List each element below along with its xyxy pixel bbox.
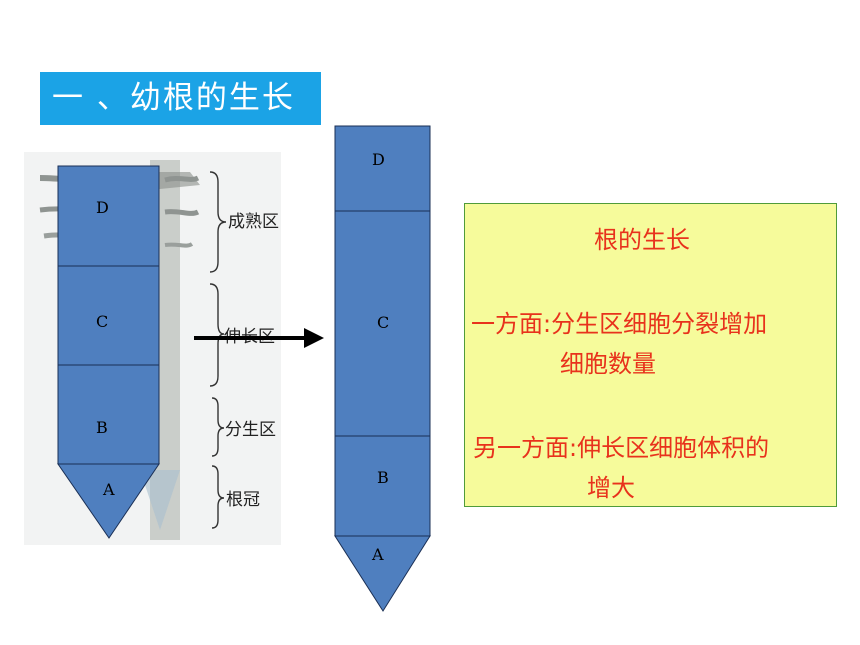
info-line-4: 增大: [587, 474, 635, 502]
info-line-1: 一方面:分生区细胞分裂增加: [471, 310, 768, 338]
brace-root-cap: [211, 465, 225, 529]
left-label-a: A: [102, 480, 115, 499]
arrow-head: [304, 328, 324, 348]
brace-mature-zone: [209, 171, 227, 273]
right-label-c: C: [377, 313, 389, 332]
root-hair: [164, 209, 200, 216]
right-label-d: D: [372, 150, 385, 169]
info-line-3: 另一方面:伸长区细胞体积的: [473, 434, 770, 462]
left-label-d: D: [96, 198, 109, 217]
brace-meristem-zone: [211, 397, 225, 457]
left-segment-b: [57, 364, 160, 465]
root-growth-info-box: 根的生长 一方面:分生区细胞分裂增加 细胞数量 另一方面:伸长区细胞体积的 增大: [464, 203, 837, 507]
zone-label-meristem: 分生区: [225, 420, 276, 440]
left-segment-stack: D C B A: [57, 165, 160, 539]
root-hair: [164, 242, 194, 248]
info-line-2: 细胞数量: [560, 350, 656, 378]
left-segment-c: [57, 265, 160, 366]
slide-title: 一 、幼根的生长: [40, 72, 321, 125]
right-segment-stack: D C B A: [334, 125, 431, 612]
info-heading: 根的生长: [594, 226, 690, 254]
brace-elongation-zone: [209, 283, 225, 387]
right-segment-d: [334, 125, 431, 212]
zone-label-mature: 成熟区: [228, 211, 279, 232]
zone-label-root-cap: 根冠: [226, 490, 260, 510]
zone-braces: [209, 171, 227, 529]
left-label-b: B: [96, 418, 108, 437]
left-segment-a: [57, 463, 160, 539]
right-segment-b: [334, 435, 431, 537]
right-label-b: B: [377, 468, 389, 487]
root-cap-photo: [140, 470, 180, 530]
left-label-c: C: [96, 312, 108, 331]
right-segment-c: [334, 210, 431, 437]
root-hair: [164, 175, 200, 183]
growth-arrow: [194, 328, 324, 348]
right-label-a: A: [371, 545, 384, 564]
right-segment-a: [334, 535, 431, 612]
